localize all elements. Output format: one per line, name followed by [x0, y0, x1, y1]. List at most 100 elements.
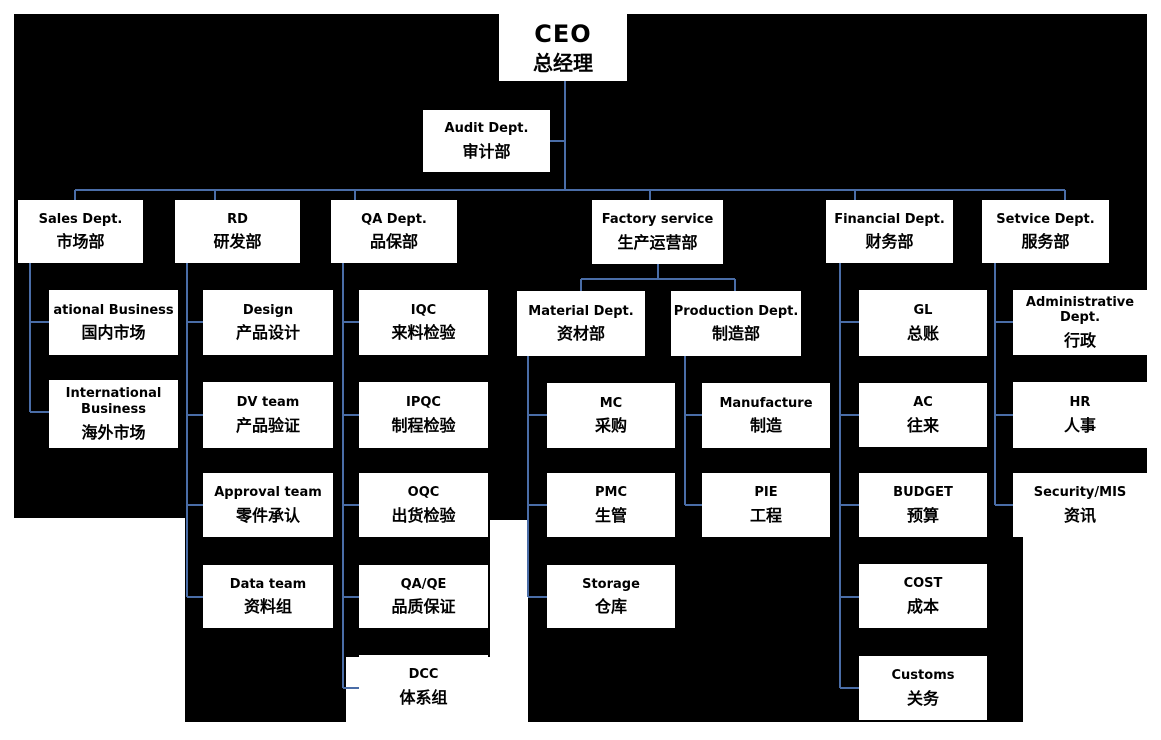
node-sales-label-en: Sales Dept. [38, 211, 123, 227]
node-factory: Factory service 生产运营部 [592, 200, 723, 264]
node-customs-label-zh: 关务 [906, 688, 939, 708]
node-admin: Administrative Dept. 行政 [1013, 290, 1147, 355]
node-dcc-label-zh: 体系组 [399, 687, 448, 707]
node-ipqc: IPQC 制程检验 [359, 382, 488, 448]
node-manufacture-label-en: Manufacture [719, 395, 813, 411]
node-pmc-label-zh: 生管 [594, 505, 627, 525]
node-gl: GL 总账 [859, 290, 987, 356]
node-qa: QA Dept. 品保部 [331, 200, 457, 263]
node-financial: Financial Dept. 财务部 [826, 200, 953, 263]
node-service-label-en: Setvice Dept. [996, 211, 1095, 227]
node-qaqe: QA/QE 品质保证 [359, 565, 488, 628]
node-national: ational Business 国内市场 [49, 290, 178, 355]
node-oqc-label-zh: 出货检验 [391, 505, 456, 525]
node-qa-label-zh: 品保部 [369, 232, 418, 252]
node-hr-label-en: HR [1069, 395, 1091, 411]
node-ipqc-label-en: IPQC [406, 395, 441, 411]
node-dv-label-en: DV team [236, 395, 300, 411]
node-cost-label-zh: 成本 [906, 596, 939, 616]
node-budget: BUDGET 预算 [859, 473, 987, 537]
node-iqc-label-zh: 来料检验 [391, 323, 456, 343]
node-customs-label-en: Customs [891, 668, 955, 684]
node-cost-label-en: COST [903, 576, 943, 592]
node-international: International Business 海外市场 [49, 380, 178, 448]
node-design: Design 产品设计 [203, 290, 333, 355]
node-pie-label-en: PIE [754, 485, 778, 501]
node-pie: PIE 工程 [702, 473, 830, 537]
node-admin-label-en: Administrative Dept. [1025, 294, 1135, 326]
node-material-label-en: Material Dept. [528, 303, 634, 319]
node-ipqc-label-zh: 制程检验 [391, 415, 456, 435]
node-storage-label-en: Storage [582, 576, 640, 592]
node-gl-label-en: GL [913, 303, 933, 319]
node-material: Material Dept. 资材部 [517, 291, 645, 356]
node-pmc: PMC 生管 [547, 473, 675, 537]
node-cost: COST 成本 [859, 564, 987, 628]
node-approval-label-en: Approval team [214, 485, 322, 501]
node-ac-label-zh: 往来 [906, 415, 939, 435]
node-dcc: DCC 体系组 [359, 655, 488, 719]
node-financial-label-zh: 财务部 [865, 232, 914, 252]
node-pie-label-zh: 工程 [749, 505, 782, 525]
node-sales-label-zh: 市场部 [56, 232, 105, 252]
node-dcc-label-en: DCC [408, 667, 439, 683]
node-factory-label-zh: 生产运营部 [617, 232, 698, 252]
node-budget-label-en: BUDGET [893, 485, 953, 501]
node-production-label-en: Production Dept. [673, 303, 799, 319]
node-hr: HR 人事 [1013, 382, 1147, 448]
node-storage: Storage 仓库 [547, 565, 675, 628]
node-ceo-label-zh: 总经理 [533, 50, 593, 75]
background-patch [1023, 537, 1147, 722]
node-rd: RD 研发部 [175, 200, 300, 263]
node-financial-label-en: Financial Dept. [834, 211, 945, 227]
node-admin-label-zh: 行政 [1063, 331, 1096, 350]
node-rd-label-zh: 研发部 [213, 232, 262, 252]
node-ceo-label-en: CEO [534, 20, 592, 49]
node-audit-label-zh: 审计部 [462, 141, 511, 161]
node-security: Security/MIS 资讯 [1013, 473, 1147, 537]
node-manufacture: Manufacture 制造 [702, 383, 830, 448]
node-iqc: IQC 来料检验 [359, 290, 488, 355]
node-design-label-en: Design [242, 302, 294, 318]
node-security-label-zh: 资讯 [1063, 505, 1096, 525]
node-pmc-label-en: PMC [594, 485, 627, 501]
node-storage-label-zh: 仓库 [594, 597, 627, 617]
node-design-label-zh: 产品设计 [235, 323, 300, 343]
node-material-label-zh: 资材部 [556, 324, 605, 344]
node-data-team-label-en: Data team [229, 576, 307, 592]
background-patch [14, 518, 185, 722]
node-mc-label-zh: 采购 [594, 416, 627, 436]
node-mc: MC 采购 [547, 383, 675, 448]
node-production: Production Dept. 制造部 [671, 291, 801, 356]
node-dv-label-zh: 产品验证 [235, 415, 300, 435]
node-approval: Approval team 零件承认 [203, 473, 333, 537]
node-approval-label-zh: 零件承认 [235, 505, 300, 525]
node-factory-label-en: Factory service [601, 212, 714, 228]
node-audit-label-en: Audit Dept. [444, 121, 529, 137]
node-service: Setvice Dept. 服务部 [982, 200, 1109, 263]
node-customs: Customs 关务 [859, 656, 987, 720]
node-production-label-zh: 制造部 [711, 324, 760, 344]
node-gl-label-zh: 总账 [906, 323, 939, 343]
node-qaqe-label-zh: 品质保证 [391, 597, 456, 617]
node-international-label-en: International Business [65, 386, 162, 417]
node-national-label-en: ational Business [53, 302, 174, 318]
node-ceo: CEO 总经理 [499, 14, 627, 81]
node-hr-label-zh: 人事 [1063, 415, 1096, 435]
node-ac-label-en: AC [913, 395, 933, 411]
node-qa-label-en: QA Dept. [361, 211, 427, 227]
node-audit: Audit Dept. 审计部 [423, 110, 550, 172]
node-budget-label-zh: 预算 [906, 505, 939, 525]
node-service-label-zh: 服务部 [1021, 232, 1070, 252]
node-oqc: OQC 出货检验 [359, 473, 488, 537]
node-national-label-zh: 国内市场 [81, 323, 146, 343]
node-security-label-en: Security/MIS [1033, 485, 1127, 501]
node-data-team-label-zh: 资料组 [243, 597, 292, 617]
node-sales: Sales Dept. 市场部 [18, 200, 143, 263]
node-ac: AC 往来 [859, 383, 987, 447]
node-qaqe-label-en: QA/QE [400, 576, 447, 592]
node-rd-label-en: RD [227, 211, 248, 227]
node-iqc-label-en: IQC [410, 302, 437, 318]
node-international-label-zh: 海外市场 [81, 422, 146, 442]
node-oqc-label-en: OQC [407, 485, 440, 501]
